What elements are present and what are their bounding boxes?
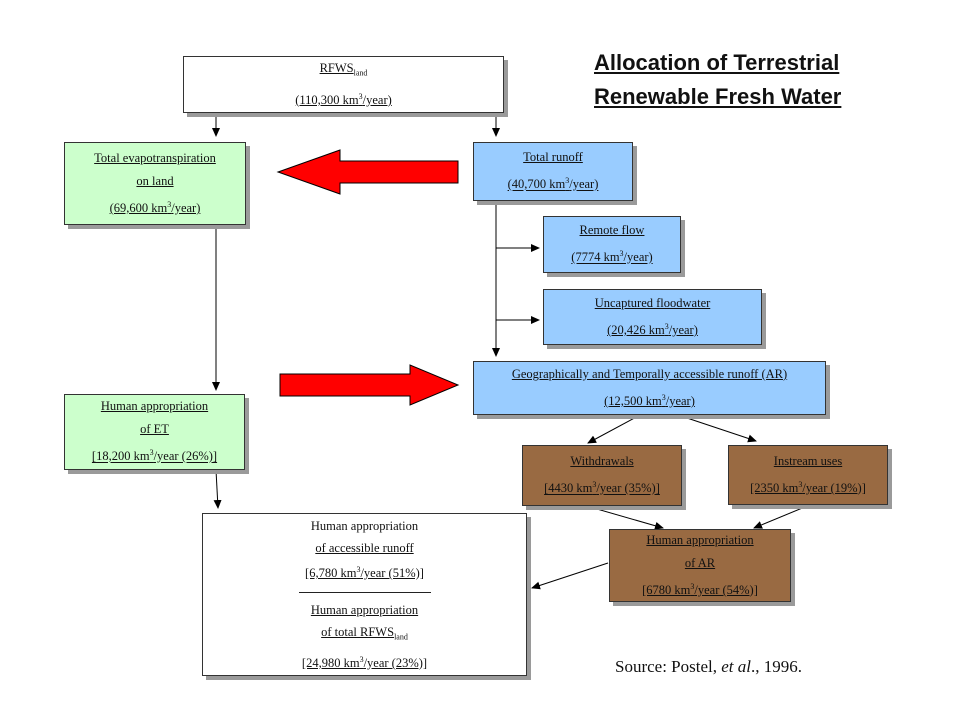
human-et-label: Human appropriation (100, 399, 209, 414)
instream-value: [2350 km3/year (19%)] (750, 479, 866, 496)
total-runoff-label: Total runoff (523, 150, 583, 165)
total-runoff-value: (40,700 km3/year) (507, 176, 599, 192)
human-appropriation-et-box: Human appropriation of ET [18,200 km3/ye… (64, 394, 245, 470)
uncaptured-label: Uncaptured floodwater (594, 295, 711, 310)
human-ar-label: Human appropriation (646, 532, 754, 547)
human-et-label-2: of ET (140, 422, 169, 437)
instream-label: Instream uses (773, 453, 843, 468)
human-total-label-1: Human appropriation (310, 519, 419, 534)
arrow-instream-to-human-ar (753, 503, 813, 529)
arrow-ar-to-withdrawals (587, 414, 641, 444)
arrow-withdrawals-to-human-ar (589, 506, 664, 530)
human-total-label-2: of accessible runoff (315, 541, 414, 556)
arrow-human-et-to-total (213, 469, 222, 509)
uncaptured-value: (20,426 km3/year) (607, 321, 698, 338)
human-total-label-3: Human appropriation (310, 603, 419, 618)
human-total-value-1: [6,780 km3/year (51%)] (305, 565, 424, 581)
total-runoff-box: Total runoff (40,700 km3/year) (473, 142, 633, 201)
withdrawals-label: Withdrawals (570, 454, 634, 469)
total-evapotranspiration-box: Total evapotranspiration on land (69,600… (64, 142, 246, 225)
big-arrow-left-icon (276, 149, 459, 195)
rfws-value: (110,300 km3/year) (295, 91, 392, 107)
instream-uses-box: Instream uses [2350 km3/year (19%)] (728, 445, 888, 505)
withdrawals-value: [4430 km3/year (35%)] (544, 480, 660, 496)
human-ar-label-2: of AR (684, 555, 716, 570)
human-appropriation-total-box: Human appropriation of accessible runoff… (202, 513, 527, 676)
accessible-runoff-box: Geographically and Temporally accessible… (473, 361, 826, 415)
total-et-label-2: on land (136, 173, 174, 188)
human-total-value-2: [24,980 km3/year (23%)] (301, 654, 428, 670)
human-total-label-4: of total RFWSland (321, 625, 408, 642)
rfws-label: RFWSland (319, 61, 368, 78)
divider-line (298, 592, 431, 594)
uncaptured-floodwater-box: Uncaptured floodwater (20,426 km3/year) (543, 289, 762, 345)
human-appropriation-ar-box: Human appropriation of AR [6780 km3/year… (609, 529, 791, 602)
rfws-land-box: RFWSland (110,300 km3/year) (183, 56, 504, 113)
arrow-ar-to-instream (677, 414, 757, 443)
remote-flow-label: Remote flow (579, 223, 645, 238)
remote-flow-value: (7774 km3/year) (571, 249, 653, 265)
human-ar-value: [6780 km3/year (54%)] (642, 581, 758, 598)
withdrawals-box: Withdrawals [4430 km3/year (35%)] (522, 445, 682, 506)
accessible-runoff-value: (12,500 km3/year) (604, 392, 695, 409)
total-et-value: (69,600 km3/year) (109, 199, 201, 216)
human-et-value: [18,200 km3/year (26%)] (91, 448, 218, 464)
remote-flow-box: Remote flow (7774 km3/year) (543, 216, 681, 273)
source-citation: Source: Postel, et al., 1996. (615, 657, 802, 676)
diagram-title: Allocation of Terrestrial Renewable Fres… (594, 50, 842, 109)
accessible-runoff-label: Geographically and Temporally accessible… (511, 366, 788, 381)
arrow-human-ar-to-total (531, 562, 609, 590)
total-et-label: Total evapotranspiration (94, 150, 216, 165)
big-arrow-right-icon (279, 364, 460, 406)
